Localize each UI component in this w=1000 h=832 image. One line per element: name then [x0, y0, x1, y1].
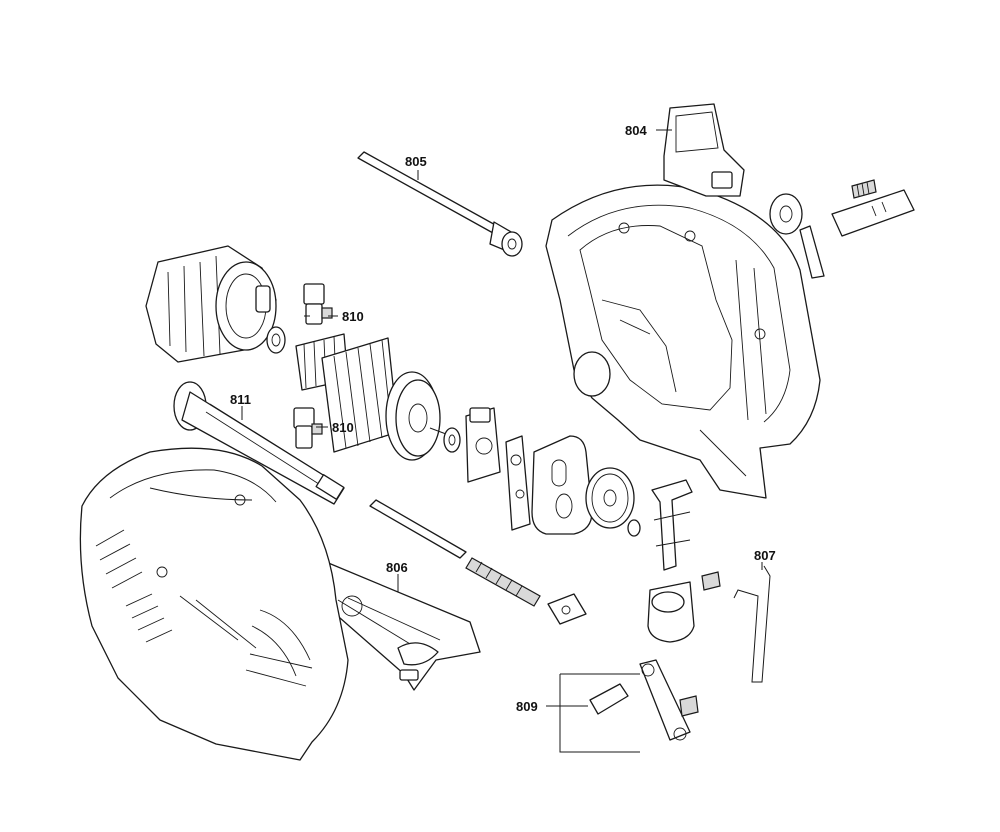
callout-810-upper: 810 [342, 309, 364, 324]
leader-lines [241, 129, 763, 707]
plunger-assembly [647, 479, 721, 643]
cam-plate [531, 435, 593, 535]
drive-gear [585, 467, 641, 537]
small-spring [851, 179, 877, 199]
guide-pin [357, 151, 523, 257]
compression-spring [465, 557, 541, 607]
callout-811: 811 [230, 392, 251, 407]
spacer-plate [505, 435, 531, 531]
motor-housing [79, 447, 349, 761]
plunger-guide [173, 381, 345, 505]
callout-809: 809 [516, 699, 538, 714]
blade-clamp [547, 593, 587, 625]
plunger-spring [701, 571, 721, 591]
bearing-right [443, 427, 461, 453]
callout-810-lower: 810 [332, 420, 354, 435]
callout-805: 805 [405, 154, 427, 169]
stator-housing [145, 245, 277, 363]
bearing-left [266, 326, 286, 354]
pendulum-lever-kit [559, 659, 699, 753]
callout-806: 806 [386, 560, 408, 575]
wire-clip [733, 565, 771, 683]
brush-lower [293, 407, 323, 449]
guide-rod [369, 499, 467, 559]
bearing-bracket [465, 407, 501, 483]
switch [663, 103, 745, 197]
callout-807: 807 [754, 548, 776, 563]
brush-upper [303, 283, 333, 325]
armature [266, 326, 461, 461]
contact-plate [831, 189, 915, 237]
callout-804: 804 [625, 123, 647, 138]
speed-dial-assembly [769, 179, 915, 279]
gear-housing [545, 184, 821, 499]
